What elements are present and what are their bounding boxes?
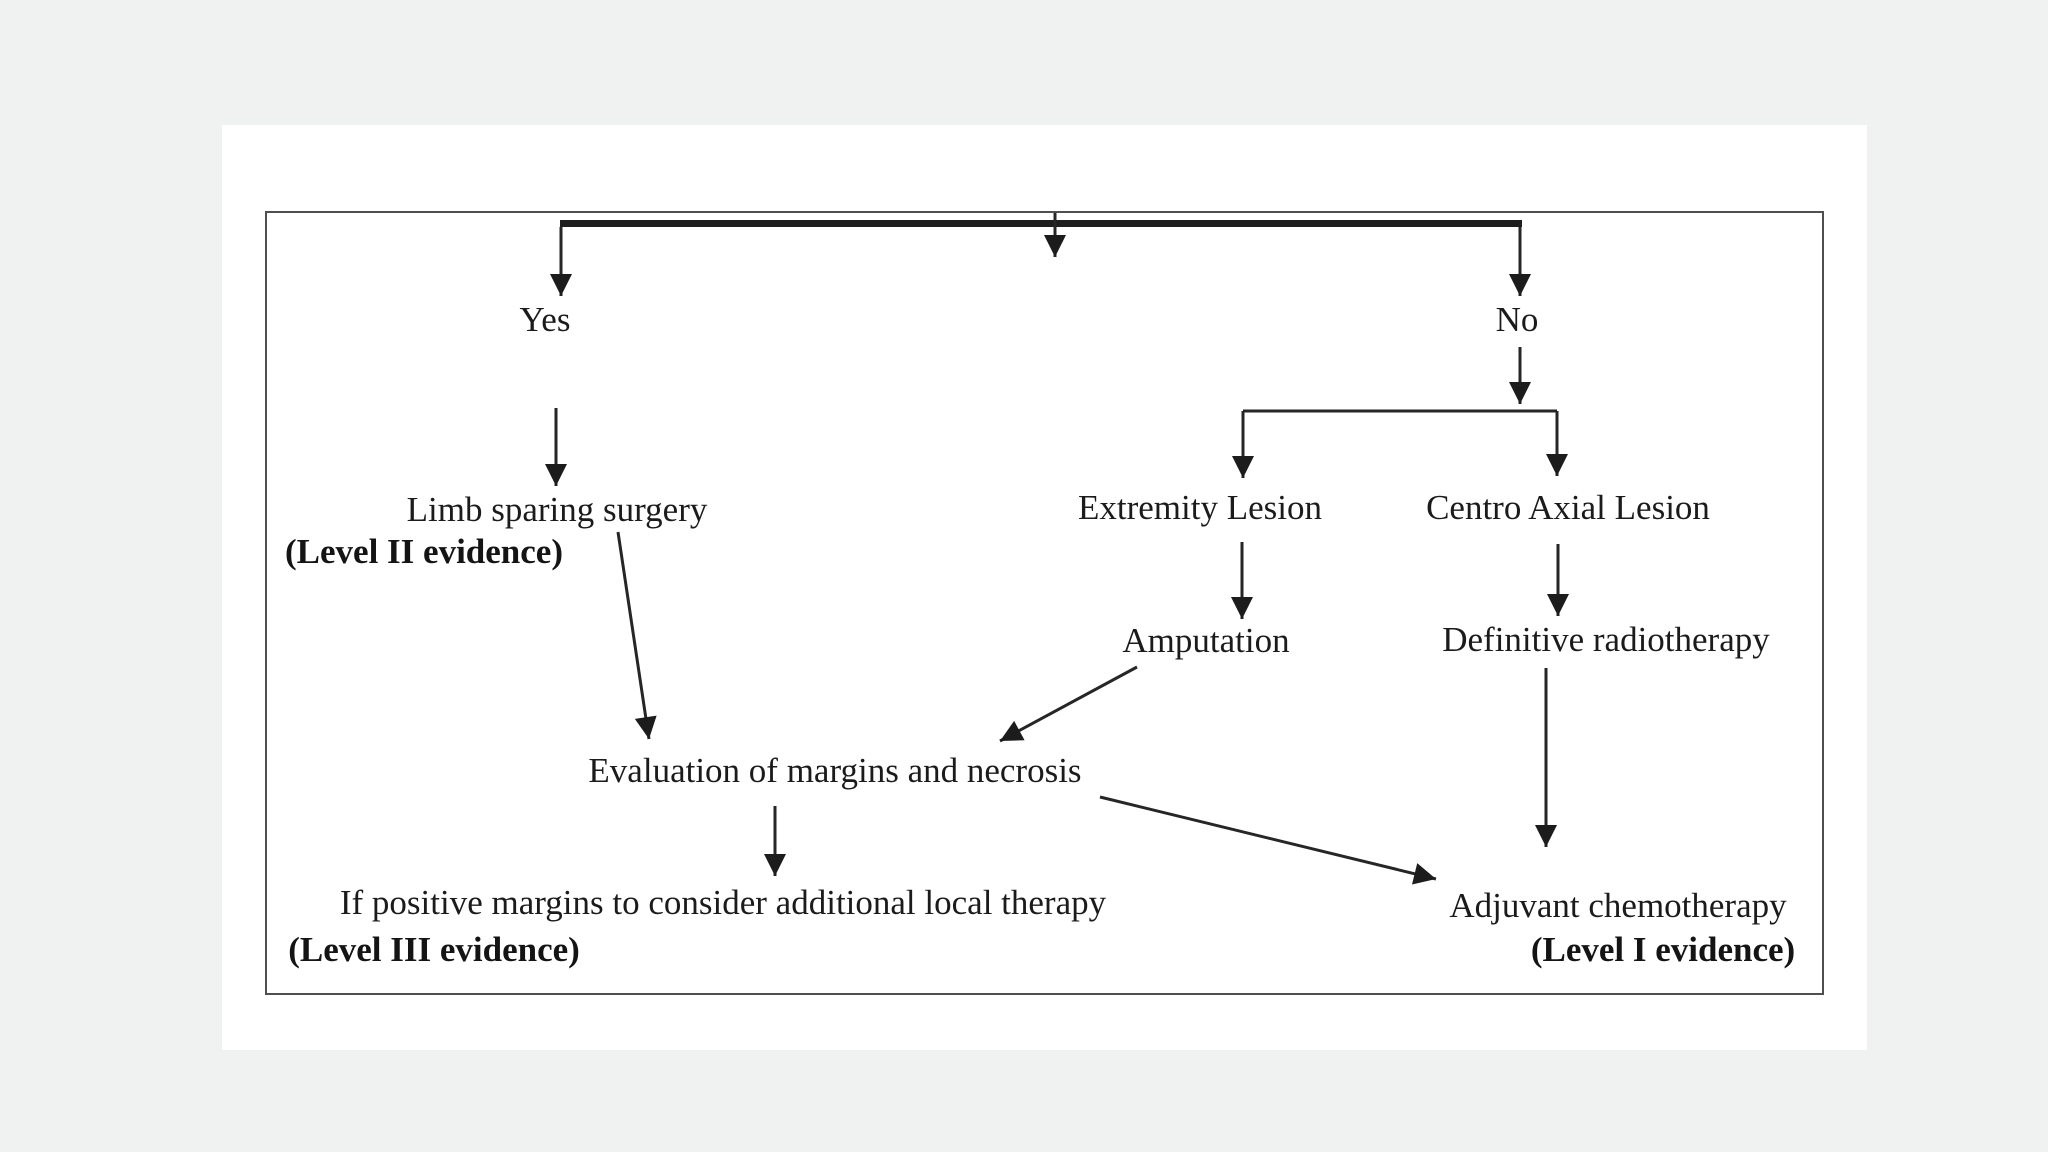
node-limb-sparing-surgery: Limb sparing surgery: [406, 489, 708, 529]
node-extremity-lesion: Extremity Lesion: [1078, 487, 1322, 527]
figure-panel: [222, 125, 1867, 1050]
node-limb-sparing-evidence: (Level II evidence): [285, 531, 563, 571]
node-positive-margins-evidence: (Level III evidence): [288, 929, 580, 969]
node-definitive-radiotherapy: Definitive radiotherapy: [1442, 619, 1770, 659]
node-evaluation-margins-necrosis: Evaluation of margins and necrosis: [588, 750, 1082, 790]
node-amputation: Amputation: [1122, 620, 1290, 660]
node-centro-axial-lesion: Centro Axial Lesion: [1426, 487, 1710, 527]
flowchart-border-box: [265, 211, 1824, 995]
node-yes: Yes: [519, 299, 571, 339]
node-adjuvant-chemotherapy-evidence: (Level I evidence): [1530, 929, 1796, 969]
node-adjuvant-chemotherapy: Adjuvant chemotherapy: [1449, 885, 1787, 925]
node-positive-margins: If positive margins to consider addition…: [339, 882, 1107, 922]
node-no: No: [1495, 299, 1539, 339]
